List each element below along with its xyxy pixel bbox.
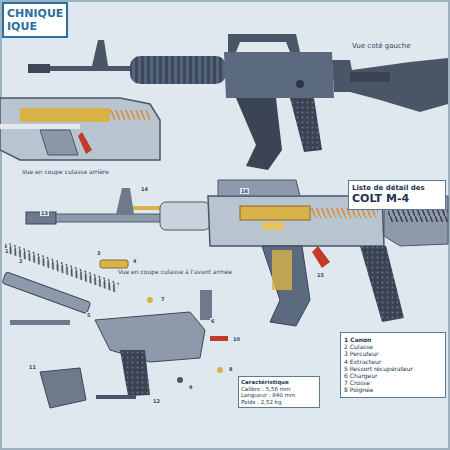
box-heading: Caractéristique <box>241 379 317 386</box>
box-text: COLT M-4 <box>352 192 442 205</box>
view-label: Vue coté gauche <box>352 42 410 50</box>
box-text: Poids : 2,52 kg <box>241 399 317 406</box>
callout-number: 6 <box>210 318 215 324</box>
callout-number: 2 <box>18 258 23 264</box>
callout-number: 4 <box>132 258 137 264</box>
callout-number: 10 <box>232 336 241 342</box>
box-text: Longueur : 840 mm <box>241 392 317 399</box>
text-box: CHNIQUE IQUE <box>2 2 68 38</box>
text-box: 1 Canon2 Culasse3 Percuteur4 Extracteur5… <box>340 332 446 398</box>
box-text: Calibre : 5,56 mm <box>241 386 317 393</box>
callout-number: 16 <box>240 188 249 194</box>
box-text: 7 Crosse <box>344 379 442 386</box>
box-text: 5 Ressort récupérateur <box>344 365 442 372</box>
text-box: CaractéristiqueCalibre : 5,56 mmLongueur… <box>238 376 320 408</box>
box-heading: 1 Canon <box>344 336 442 343</box>
callout-number: 7 <box>160 296 165 302</box>
view-label: Vue en coupe culasse à l'avant armée <box>118 268 232 275</box>
callout-number: 8 <box>228 366 233 372</box>
callout-number: 15 <box>316 272 325 278</box>
box-text: 3 Percuteur <box>344 350 442 357</box>
callout-number: 5 <box>86 312 91 318</box>
exploded-parts <box>0 242 228 408</box>
callout-number: 11 <box>28 364 37 370</box>
text-box: Liste de détail desCOLT M-4 <box>348 180 446 210</box>
callout-number: 13 <box>40 210 49 216</box>
box-text: 8 Poignée <box>344 386 442 393</box>
box-text: 2 Culasse <box>344 343 442 350</box>
callout-number: 14 <box>140 186 149 192</box>
callout-number: 9 <box>188 384 193 390</box>
receiver-cutaway-rear <box>0 98 160 160</box>
callout-number: 12 <box>152 398 161 404</box>
box-text: 6 Chargeur <box>344 372 442 379</box>
box-text: 4 Extracteur <box>344 358 442 365</box>
callout-number: 3 <box>96 250 101 256</box>
view-label: Vue en coupe culasse arrière <box>22 168 109 175</box>
box-heading: CHNIQUE IQUE <box>7 7 63 33</box>
box-heading: Liste de détail des <box>352 184 442 192</box>
callout-number: 1 <box>4 248 9 254</box>
